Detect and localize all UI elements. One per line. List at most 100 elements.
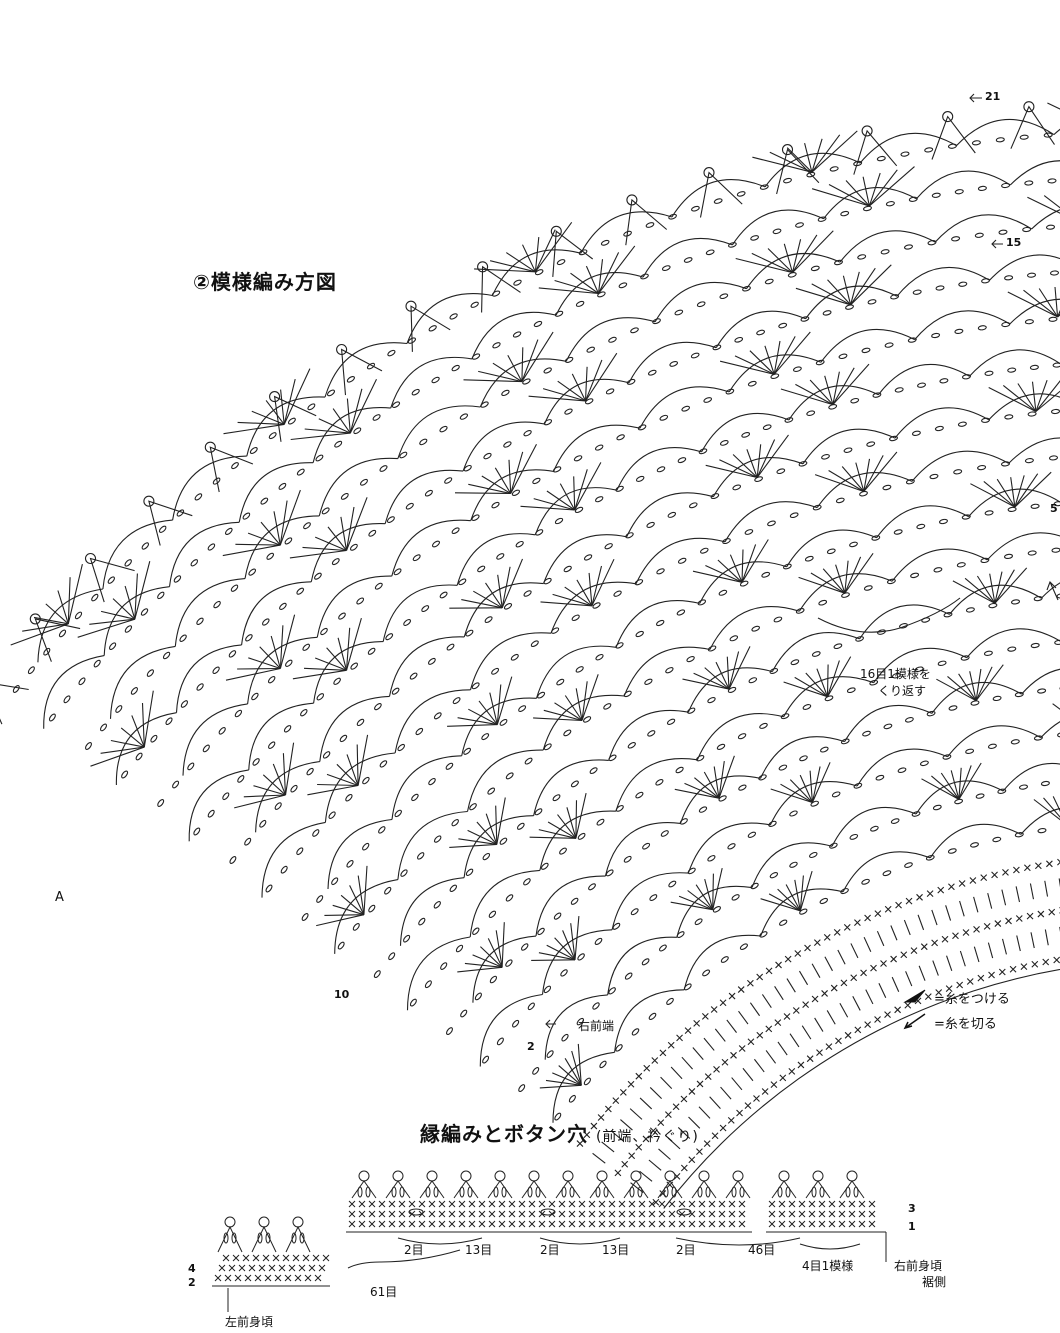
single-crochet-mark — [627, 1080, 635, 1088]
single-crochet-mark — [747, 1038, 755, 1046]
count-13-b: 13目 — [602, 1243, 630, 1257]
fan-cluster-stitch — [521, 339, 539, 382]
chain-stitch — [970, 700, 980, 706]
chain-stitch — [552, 794, 561, 802]
edge-sc-mark — [598, 1220, 606, 1228]
fan-cluster-stitch — [496, 684, 502, 725]
chain-stitch — [419, 438, 428, 446]
chain-stitch — [981, 278, 991, 284]
chain-arch — [914, 310, 1011, 340]
chain-stitch — [630, 908, 639, 916]
chain-arch — [642, 237, 733, 278]
fan-cluster-stitch — [533, 498, 575, 511]
chain-stitch — [488, 910, 497, 919]
chain-stitch — [379, 760, 388, 768]
chain-stitch — [659, 414, 669, 421]
chain-stitch — [674, 309, 684, 316]
chain-stitch — [1029, 364, 1039, 370]
chain-arch — [542, 534, 627, 584]
chain-stitch — [471, 682, 480, 690]
buttonhole-mark — [676, 1208, 692, 1216]
fan-cluster-stitch — [844, 560, 849, 594]
chain-arch — [724, 501, 818, 543]
edge-sc-mark — [678, 1220, 686, 1228]
single-crochet-mark — [1053, 956, 1060, 964]
chain-stitch — [984, 370, 994, 376]
chain-stitch — [1004, 275, 1014, 281]
chain-arch — [639, 386, 730, 429]
chain-stitch — [705, 249, 715, 256]
fan-cluster-stitch — [528, 395, 586, 402]
fan-cluster-stitch — [994, 567, 1028, 604]
chain-stitch — [780, 713, 790, 720]
fan-cluster-stitch — [964, 577, 996, 604]
chain-stitch — [867, 299, 877, 305]
chain-stitch — [326, 389, 336, 397]
fan-cluster-stitch — [780, 388, 834, 406]
edge-chain-loop — [595, 1186, 601, 1198]
chain-arch — [466, 749, 544, 812]
fan-cluster-stitch — [534, 221, 573, 273]
fan-cluster-stitch — [799, 774, 813, 803]
chain-stitch — [863, 585, 873, 591]
fan-cluster-stitch — [585, 352, 618, 402]
single-crochet-mark — [693, 1020, 701, 1027]
single-crochet-mark — [792, 1007, 800, 1014]
fan-cluster-stitch — [494, 467, 512, 494]
chain-stitch — [872, 392, 882, 398]
single-crochet-mark — [728, 992, 736, 1000]
single-crochet-mark — [864, 914, 871, 922]
fan-cluster-stitch — [1052, 796, 1060, 812]
single-crochet-mark — [727, 1117, 735, 1124]
chain-stitch — [809, 851, 818, 859]
fan-cluster-stitch — [947, 675, 977, 702]
chain-stitch — [85, 742, 92, 750]
single-crochet-mark — [657, 1119, 665, 1126]
edge-sc-mark — [558, 1200, 566, 1208]
chain-arch — [856, 748, 948, 787]
fan-cluster-stitch — [822, 568, 846, 594]
edge-sc-mark — [518, 1210, 526, 1218]
double-crochet-mark — [1016, 935, 1021, 952]
chain-stitch — [924, 147, 934, 153]
fan-cluster-stitch — [546, 490, 576, 511]
single-crochet-mark — [926, 890, 934, 898]
edge-sc-mark — [418, 1220, 426, 1228]
chain-stitch — [911, 430, 921, 436]
edge-chain-loop — [777, 1186, 783, 1198]
single-crochet-mark — [774, 1019, 782, 1026]
chain-stitch — [512, 1019, 520, 1028]
fan-cluster-stitch — [468, 708, 498, 726]
fan-cluster-stitch — [989, 573, 996, 604]
edge-sc-mark — [478, 1210, 486, 1218]
fan-cluster-stitch — [741, 549, 744, 583]
single-crochet-mark — [784, 955, 792, 963]
fan-cluster-stitch — [950, 770, 960, 800]
single-crochet-mark — [977, 974, 985, 982]
chain-stitch — [259, 819, 267, 828]
edge-row-label-2: 2 — [188, 1276, 196, 1289]
chain-arch — [615, 600, 700, 648]
chain-arch — [696, 713, 784, 761]
edge-sc-mark — [628, 1210, 636, 1218]
chain-stitch — [333, 677, 341, 685]
fan-cluster-stitch — [340, 894, 365, 916]
chain-arch — [1008, 437, 1060, 464]
chain-stitch — [835, 497, 845, 504]
edge-sc-mark — [264, 1274, 272, 1282]
edge-sc-mark — [868, 1200, 876, 1208]
chain-arch — [394, 689, 471, 754]
chain-arch — [989, 254, 1060, 281]
double-crochet-mark — [630, 1182, 644, 1193]
fan-cluster-stitch — [534, 229, 556, 273]
repeat-bracket — [799, 1243, 861, 1250]
chain-stitch — [301, 913, 309, 921]
chain-stitch — [573, 455, 583, 462]
chain-stitch — [575, 300, 585, 307]
chain-stitch — [977, 185, 987, 192]
picot-knot — [781, 144, 794, 156]
double-crochet-mark — [749, 1002, 761, 1017]
chain-arch — [382, 584, 458, 642]
fan-cluster-stitch — [576, 579, 593, 607]
chain-arch — [771, 632, 860, 672]
